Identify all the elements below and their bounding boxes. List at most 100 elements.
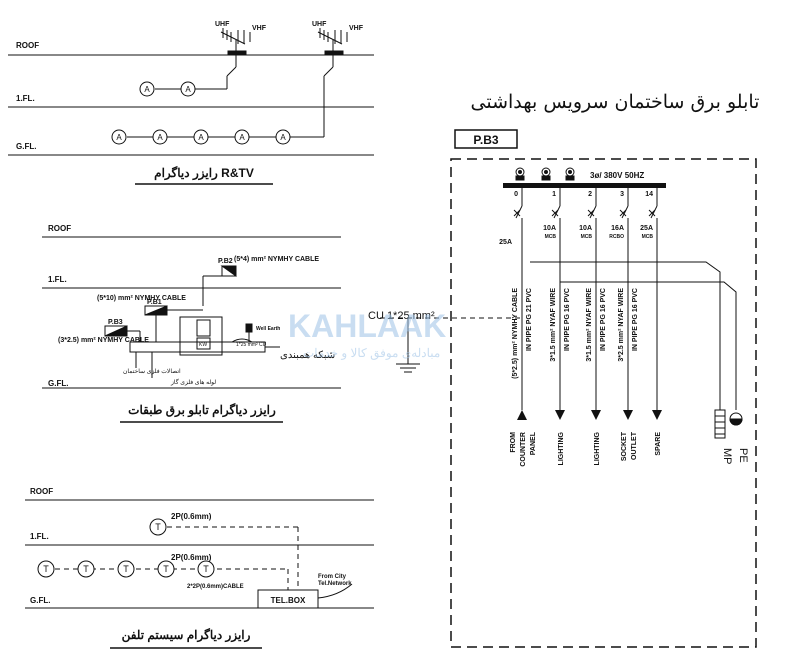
vhf-label-1: VHF — [252, 25, 267, 32]
circuit-breaker-type: MCB — [642, 234, 654, 240]
rtv-gfl-label: G.FL. — [16, 142, 36, 151]
circuit-breaker-type: MCB — [545, 234, 557, 240]
circuit-number: 2 — [588, 191, 592, 198]
panel-tag: P.B3 — [473, 133, 498, 147]
antenna-outlet-icon — [234, 129, 250, 145]
pe-label: PE — [737, 448, 749, 463]
uhf-label-1: UHF — [215, 21, 230, 28]
bonding-grid-label: شبکه همبندی — [280, 350, 335, 361]
tel-outlet-icon — [197, 560, 215, 578]
antenna-outlet-label: A — [239, 133, 245, 142]
circuit-breaker-type: RCBO — [609, 234, 624, 240]
kw-label: KW — [199, 342, 207, 348]
circuit-number: 1 — [552, 191, 556, 198]
antenna-outlet-label: A — [185, 85, 191, 94]
antenna-outlet-label: A — [198, 133, 204, 142]
antenna-outlet-label: A — [116, 133, 122, 142]
circuit-load: COUNTER — [520, 432, 527, 467]
tel-outlet-label: T — [43, 564, 49, 574]
panel-enclosure — [450, 158, 757, 648]
tel-box-label: TEL.BOX — [271, 596, 306, 605]
circuit-load: FROM — [510, 432, 517, 453]
from-city-label: From City — [318, 574, 347, 580]
tel-outlet-icon — [157, 560, 175, 578]
well-earth-label: Well Earth — [256, 326, 280, 332]
earth-runs — [380, 261, 743, 439]
panel-fl1-label: 1.FL. — [48, 275, 67, 284]
circuit-load: LIGHTING — [558, 431, 565, 465]
meter-cabinet — [179, 316, 223, 356]
main-panel-title: تابلو برق ساختمان سرویس بهداشتی — [471, 91, 760, 113]
supply-label: 3ø/ 380V 50HZ — [590, 171, 644, 180]
circuit-rating: 16A — [611, 225, 624, 232]
panel-gfl-label: G.FL. — [48, 379, 68, 388]
pb2-label: P.B2 — [218, 258, 233, 265]
circuit-cable: (5*2.5) mm² NYMHY CABLE — [512, 288, 519, 379]
structural-connections-label: اتصالات فلزی ساختمان — [123, 368, 181, 375]
circuit-cable: 3*1.5 mm² NYAF WIRE — [586, 288, 593, 362]
cable-label-3: (3*2.5) mm² NYMHY CABLE — [58, 337, 149, 344]
rtv-fl1-label: 1.FL. — [16, 94, 35, 103]
tel-outlet-icon — [117, 560, 135, 578]
tel-fl1-label: 1.FL. — [30, 532, 49, 541]
tel-caption: رایزر دیاگرام سیستم تلفن — [122, 627, 251, 643]
antenna-outlet-label: A — [144, 85, 150, 94]
pb2-symbol — [220, 265, 237, 277]
cable-label-1: (5*4) mm² NYMHY CABLE — [234, 256, 319, 263]
circuit-load: SOCKET — [621, 431, 628, 461]
antenna-outlet-icon — [152, 129, 168, 145]
circuit-rating: 10A — [579, 225, 592, 232]
tel-outlet-label: T — [83, 564, 89, 574]
watermark-brand: KAHLAAK — [288, 308, 446, 344]
panel-caption: رایزر دیاگرام تابلو برق طبقات — [128, 402, 276, 418]
circuit-conduit: IN PIPE PG 16 PVC — [632, 288, 639, 351]
circuit-conduit: IN PIPE PG 16 PVC — [600, 288, 607, 351]
antenna-outlet-label: A — [157, 133, 163, 142]
circuit-breaker-type: MCB — [581, 234, 593, 240]
circuit-load: LIGHTING — [594, 431, 601, 465]
circuit-load: OUTLET — [631, 431, 638, 460]
circuit-rating: 25A — [640, 225, 653, 232]
tel-outlet-icon — [149, 518, 167, 536]
busbar — [503, 183, 666, 188]
rtv-roof-label: ROOF — [16, 41, 39, 50]
tel-outlet-label: T — [203, 564, 209, 574]
tel-outlet-icon — [37, 560, 55, 578]
circuit-load: PANEL — [530, 431, 537, 455]
rtv-outlets: A A A A A A A — [111, 81, 291, 145]
tel-gfl-label: G.FL. — [30, 596, 50, 605]
meter — [196, 319, 211, 337]
antenna-outlet-icon — [275, 129, 291, 145]
tel-pair-mid: 2P(0.6mm) — [171, 553, 212, 562]
pb3-label: P.B3 — [108, 319, 123, 326]
gas-pipe-label: لوله های فلزی گاز — [170, 378, 216, 386]
antenna-outlet-label: A — [280, 133, 286, 142]
antenna-1 — [220, 28, 251, 89]
circuit-cable: 3*1.5 mm² NYAF WIRE — [550, 288, 557, 362]
mp-label: MP — [721, 448, 733, 465]
circuit-conduit: IN PIPE PG 16 PVC — [564, 288, 571, 351]
circuit-number: 0 — [514, 191, 518, 198]
watermark-sub: مبادله‌ی موفق کالا و خدمات — [303, 346, 440, 360]
outgoing-arrow-icon — [591, 410, 601, 420]
circuit-number: 14 — [645, 191, 653, 198]
panel-tag-box — [454, 129, 518, 149]
tel-pair-top: 2P(0.6mm) — [171, 512, 212, 521]
circuit-conduit: IN PIPE PG 21 PVC — [526, 288, 533, 351]
outgoing-arrow-icon — [652, 410, 662, 420]
pb1-label: P.B1 — [147, 299, 162, 306]
antenna-outlet-icon — [193, 129, 209, 145]
tel-network-label: Tel.Network — [318, 581, 352, 587]
pb2-box — [221, 265, 237, 277]
well-earth-symbol — [245, 323, 253, 333]
cable-label-2: (5*10) mm² NYMHY CABLE — [97, 295, 186, 302]
tel-box — [257, 589, 319, 609]
circuit-number: 3 — [620, 191, 624, 198]
circuit-load: SPARE — [655, 432, 662, 456]
tel-outlet-label: T — [123, 564, 129, 574]
uhf-label-2: UHF — [312, 21, 327, 28]
